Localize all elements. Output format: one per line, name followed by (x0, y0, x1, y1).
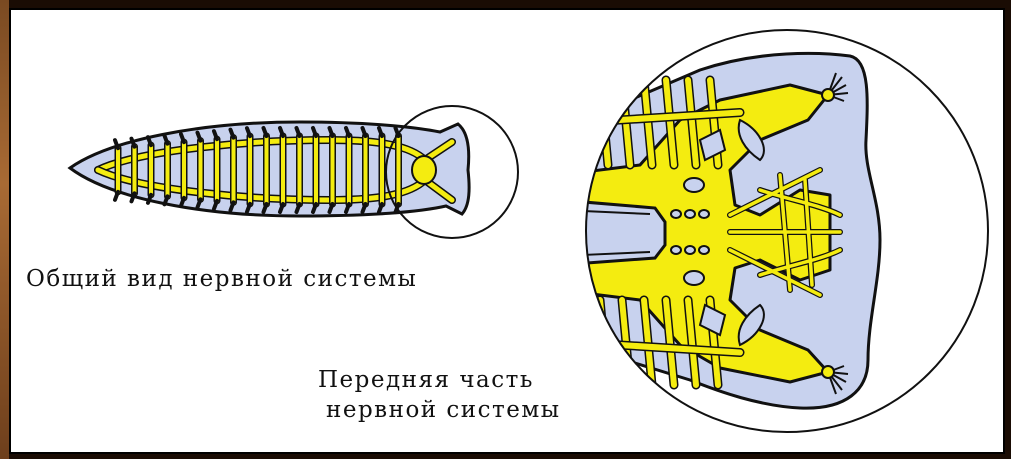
nerve-connective (297, 204, 300, 212)
nerve-connective (115, 192, 118, 200)
nerve-connective (132, 193, 135, 201)
caption-front-part: Передняя часть нервной системы (318, 365, 561, 425)
nerve-connective (346, 128, 349, 136)
nerve-connective (264, 128, 267, 136)
nerve-connective (214, 131, 217, 139)
nerve-connective (346, 204, 349, 212)
nerve-connective (313, 204, 316, 212)
caption-front-line2: нервной системы (318, 395, 561, 425)
nerve-connective (363, 204, 366, 212)
nerve-connective (264, 204, 267, 212)
nerve-connective (313, 128, 316, 136)
nerve-connective (181, 134, 184, 142)
nerve-connective (247, 204, 250, 212)
nerve-connective (280, 204, 283, 212)
nerve-connective (181, 198, 184, 206)
nerve-connective (231, 202, 234, 210)
nerve-connective (280, 128, 283, 136)
nerve-connective (148, 137, 151, 145)
nerve-connective (198, 199, 201, 207)
nerve-connective (330, 204, 333, 212)
nerve-connective (379, 128, 382, 136)
nerve-connective (165, 136, 168, 144)
nerve-connective (132, 139, 135, 147)
head-enlarged (560, 53, 880, 408)
nerve-connective (297, 128, 300, 136)
nerve-connective (247, 128, 250, 136)
nerve-connective (198, 133, 201, 141)
nerve-connective (214, 201, 217, 209)
caption-general-view: Общий вид нервной системы (26, 264, 417, 294)
nerve-connective (165, 196, 168, 204)
nerve-connective (231, 130, 234, 138)
caption-front-line1: Передняя часть (318, 365, 561, 395)
nerve-connective (330, 128, 333, 136)
nerve-connective (115, 140, 118, 148)
nerve-connective (363, 128, 366, 136)
nerve-connective (148, 195, 151, 203)
nerve-connective (379, 204, 382, 212)
